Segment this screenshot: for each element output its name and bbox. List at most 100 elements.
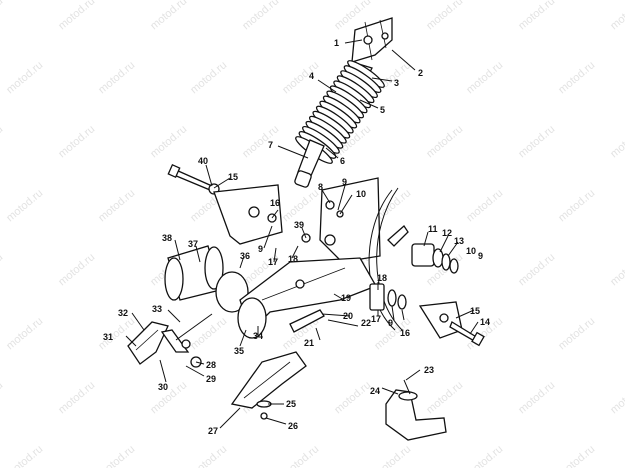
callout-27: 27 [208,426,218,436]
callout-13: 13 [454,236,464,246]
right-spindle-stack [387,225,459,274]
callout-30: 30 [158,382,168,392]
callout-21: 21 [304,338,314,348]
callout-9: 9 [388,318,393,328]
callout-17: 17 [371,314,381,324]
callout-18: 18 [288,254,298,264]
axle-tube [164,245,249,313]
watermark-text: motod.ru [608,379,625,416]
watermark-text: motod.ru [188,59,229,96]
shock-absorber [294,60,385,188]
watermark-text: motod.ru [148,0,189,32]
lower-spindle-stack [369,283,407,311]
callout-18: 18 [377,273,387,283]
watermark-text: motod.ru [56,251,97,288]
watermark-text: motod.ru [240,0,281,32]
callout-23: 23 [424,365,434,375]
callout-22: 22 [361,318,371,328]
watermark-text: motod.ru [424,123,465,160]
watermark-text: motod.ru [240,123,281,160]
watermark-text: motod.ru [556,315,597,352]
watermark-text: motod.ru [4,59,45,96]
callout-31: 31 [103,332,113,342]
callout-4: 4 [309,71,314,81]
watermark-text: motod.ru [556,187,597,224]
callout-9: 9 [478,251,483,261]
callout-10: 10 [356,189,366,199]
shock-spring [295,60,385,164]
callout-37: 37 [188,239,198,249]
callout-10: 10 [466,246,476,256]
watermark-text: motod.ru [464,187,505,224]
callout-20: 20 [343,311,353,321]
bolt-40 [167,163,220,195]
callout-32: 32 [118,308,128,318]
watermark-text: motod.ru [516,379,557,416]
callout-6: 6 [340,156,345,166]
callout-8: 8 [318,182,323,192]
callout-11: 11 [428,224,438,234]
watermark-text: motod.ru [96,443,137,468]
callout-34: 34 [253,331,263,341]
callout-29: 29 [206,374,216,384]
watermark-text: motod.ru [56,123,97,160]
left-mount-plate [213,184,283,245]
watermark-text: motod.ru [608,251,625,288]
watermark-text: motod.ru [4,315,45,352]
watermark-text: motod.ru [332,379,373,416]
watermark-text: motod.ru [464,443,505,468]
right-chassis-plate [319,177,403,331]
watermark-text: motod.ru [280,187,321,224]
callout-38: 38 [162,233,172,243]
callout-19: 19 [341,293,351,303]
watermark-text: motod.ru [608,123,625,160]
watermark-text: motod.ru [4,187,45,224]
watermark-text: motod.ru [148,379,189,416]
callout-17: 17 [268,257,278,267]
callout-26: 26 [288,421,298,431]
watermark-text: motod.ru [96,59,137,96]
callout-36: 36 [240,251,250,261]
watermark-text: motod.ru [56,0,97,32]
callout-7: 7 [268,140,273,150]
callout-9: 9 [258,244,263,254]
callout-12: 12 [442,228,452,238]
callout-35: 35 [234,346,244,356]
skid-plate [230,351,307,420]
watermark-text: motod.ru [0,123,5,160]
watermark-text: motod.ru [0,379,5,416]
watermark-text: motod.ru [516,123,557,160]
watermark-text: motod.ru [280,59,321,96]
watermark-text: motod.ru [4,443,45,468]
callout-16: 16 [270,198,280,208]
callout-25: 25 [286,399,296,409]
watermark-text: motod.ru [556,59,597,96]
watermark-text: motod.ru [372,443,413,468]
callout-15: 15 [470,306,480,316]
watermark-text: motod.ru [608,0,625,32]
watermark-text: motod.ru [424,379,465,416]
leader-lines [125,39,479,429]
watermark-text: motod.ru [516,0,557,32]
upper-frame-bracket [351,17,393,63]
watermark-text: motod.ru [0,251,5,288]
callout-40: 40 [198,156,208,166]
swing-arm [237,233,377,339]
lower-right-arm [385,379,447,441]
callout-15: 15 [228,172,238,182]
watermark-text: motod.ru [0,0,5,32]
watermark-text: motod.ru [188,443,229,468]
parts-drawing [127,17,485,441]
callout-28: 28 [206,360,216,370]
watermark-text: motod.ru [464,59,505,96]
watermark-text: motod.ru [148,123,189,160]
callout-1: 1 [334,38,339,48]
callout-2: 2 [418,68,423,78]
watermark-text: motod.ru [96,187,137,224]
callout-5: 5 [380,105,385,115]
watermark-text: motod.ru [556,443,597,468]
callout-39: 39 [294,220,304,230]
watermark-text: motod.ru [188,315,229,352]
